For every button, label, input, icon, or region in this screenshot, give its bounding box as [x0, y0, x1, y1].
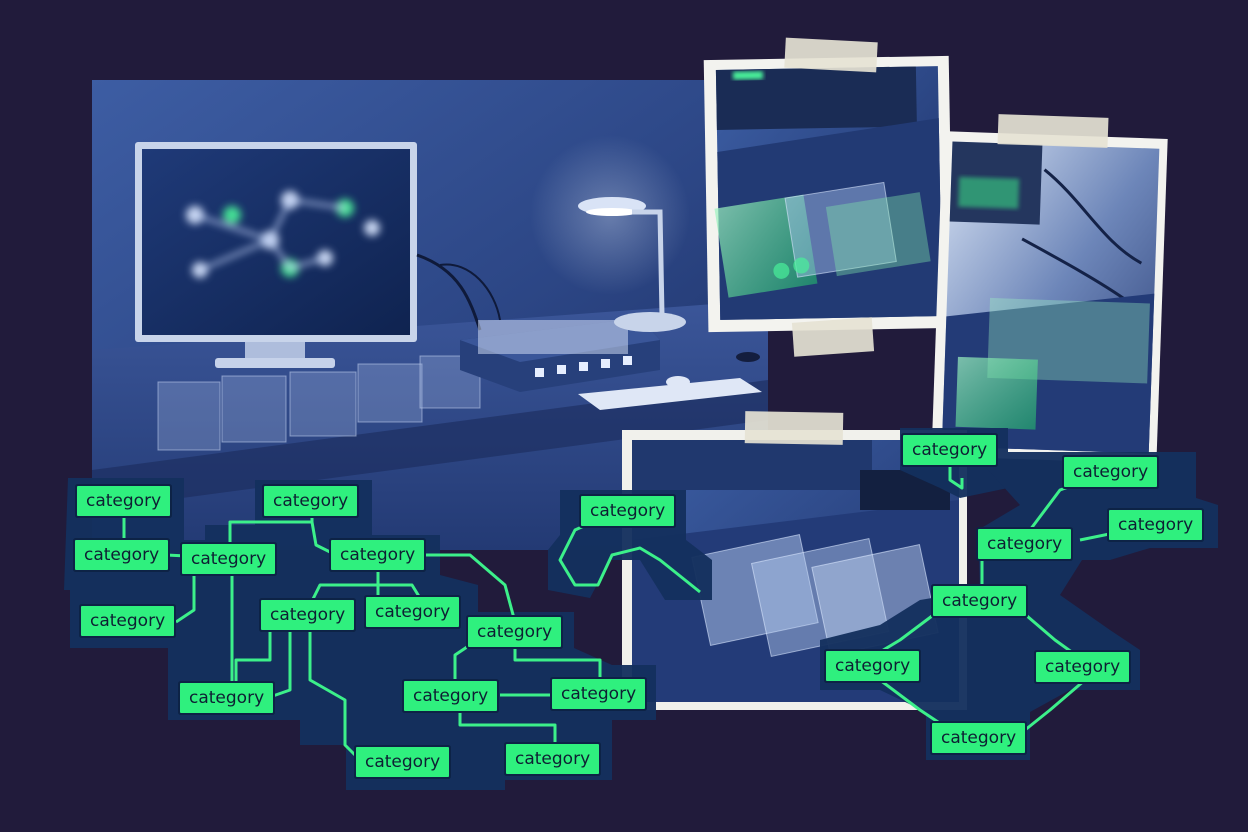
- category-node: category: [77, 486, 171, 516]
- graph-cutouts: [64, 428, 1218, 790]
- category-node: category: [366, 597, 460, 627]
- category-node: category: [932, 723, 1026, 753]
- mouse-icon: [666, 376, 690, 388]
- category-node: category: [356, 747, 450, 777]
- category-node: category: [81, 606, 175, 636]
- tape-strips: [744, 37, 1109, 445]
- monitor-icon: [135, 142, 417, 368]
- category-node: category: [1036, 652, 1130, 682]
- category-node: category: [75, 540, 169, 570]
- keyboard-icon: [578, 378, 762, 410]
- category-node: category: [978, 529, 1072, 559]
- category-node: category: [506, 744, 600, 774]
- category-node: category: [331, 540, 425, 570]
- photo-top-right: [703, 55, 954, 333]
- photo-right: [931, 131, 1168, 464]
- category-node: category: [468, 617, 562, 647]
- category-node: category: [1064, 457, 1158, 487]
- category-node: category: [1109, 510, 1203, 540]
- category-node: category: [552, 679, 646, 709]
- category-node: category: [581, 496, 675, 526]
- category-node: category: [182, 544, 276, 574]
- category-node: category: [933, 586, 1027, 616]
- glass-card-row: [157, 355, 481, 451]
- card-tray-icon: [460, 318, 660, 392]
- category-node: category: [826, 651, 920, 681]
- category-node: category: [180, 683, 274, 713]
- desk-lamp-icon: [578, 197, 686, 332]
- category-node: category: [261, 600, 355, 630]
- category-node: category: [903, 435, 997, 465]
- category-node: category: [264, 486, 358, 516]
- category-node: category: [404, 681, 498, 711]
- photo-bottom-center: [622, 430, 967, 710]
